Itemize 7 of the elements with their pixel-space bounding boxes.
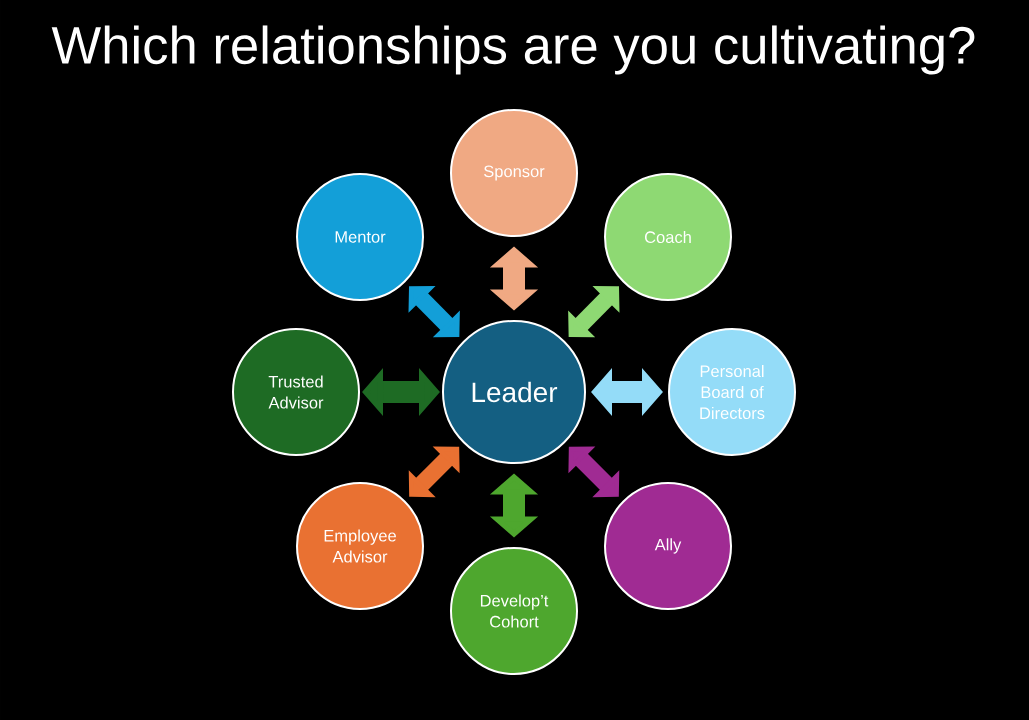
double-arrow: [568, 286, 620, 338]
title: Which relationships are you cultivating?: [51, 25, 975, 75]
double-arrow: [362, 367, 440, 417]
double-arrow: [591, 367, 663, 417]
double-arrow: [408, 446, 460, 498]
double-arrow: [568, 446, 620, 498]
double-arrow: [408, 286, 460, 338]
